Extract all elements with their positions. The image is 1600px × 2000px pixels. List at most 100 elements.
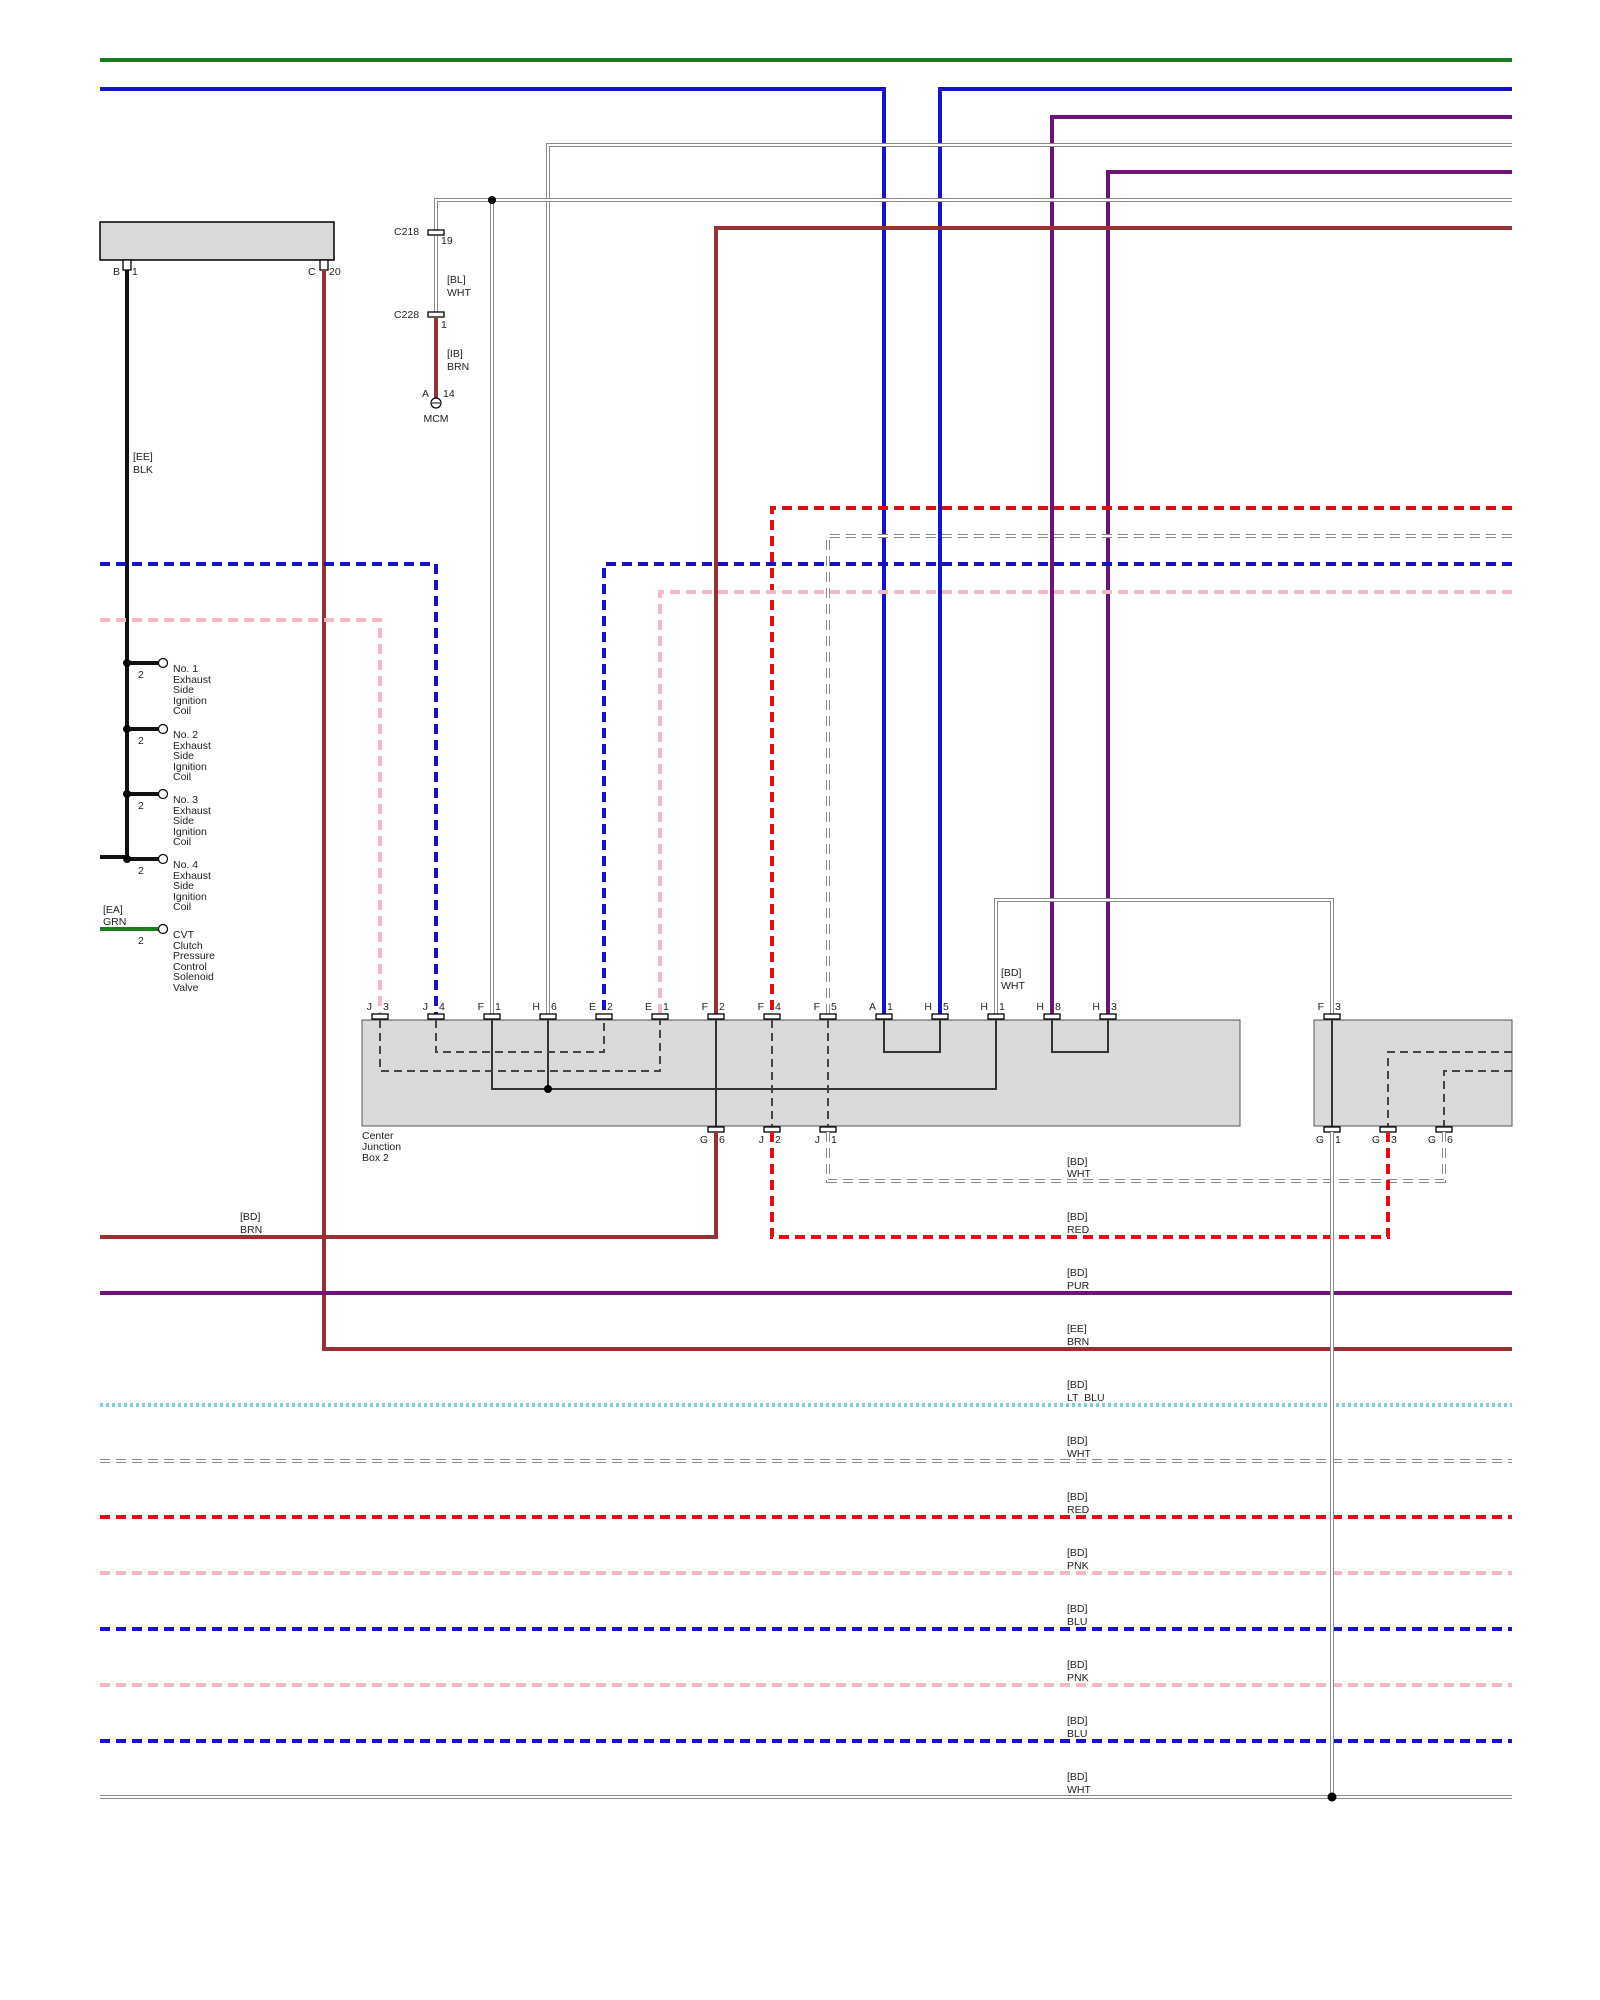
diagram-label: Side <box>173 815 194 827</box>
diagram-label: 2 <box>138 735 144 747</box>
internal-h8-h3 <box>1051 1020 1109 1053</box>
diagram-label: 2 <box>138 669 144 681</box>
diagram-label: [BD] <box>1067 1771 1088 1783</box>
diagram-label: Coil <box>173 901 191 913</box>
diagram-label: Coil <box>173 836 191 848</box>
top-c-label: C <box>308 266 316 278</box>
diagram-shape <box>123 725 131 733</box>
diagram-label: 1 <box>663 1001 669 1013</box>
diagram-label: PNK <box>1067 1672 1089 1684</box>
bus-label-wht-dashed: [BD]WHT <box>1067 1435 1091 1460</box>
mcm-pin-label: 14 <box>443 388 455 400</box>
internal-right-g3 <box>1387 1051 1512 1128</box>
top-b-label: B <box>113 266 120 278</box>
ib-brn-label: BRN <box>447 361 469 373</box>
diagram-label: G <box>700 1134 708 1146</box>
diagram-shape <box>1099 1013 1117 1020</box>
splice-mcm <box>488 196 496 204</box>
c218-label: C218 <box>394 226 419 238</box>
pin-terminal-icon <box>157 788 169 800</box>
diagram-label: RED <box>1067 1224 1090 1236</box>
diagram-shape <box>1323 1126 1341 1133</box>
diagram-label: F <box>702 1001 708 1013</box>
bus-label-wht-top: [BD]WHT <box>1067 1156 1091 1180</box>
wire-blu-a1 <box>100 87 886 1018</box>
diagram-label: Side <box>173 880 194 892</box>
diagram-label: 2 <box>607 1001 613 1013</box>
internal-right-g6 <box>1443 1070 1512 1128</box>
diagram-shape <box>707 1013 725 1020</box>
diagram-shape <box>539 1013 557 1020</box>
diagram-label: Exhaust <box>173 805 211 817</box>
wire-wht-h1-f3 <box>994 898 1334 1018</box>
ee-blk-label: BLK <box>133 464 153 476</box>
diagram-shape <box>123 659 131 667</box>
bus-label-pnk-2: [BD]PNK <box>1067 1659 1089 1684</box>
diagram-label: Side <box>173 684 194 696</box>
diagram-label: [BD] <box>1067 1491 1088 1503</box>
diagram-label: 8 <box>1055 1001 1061 1013</box>
diagram-label: Exhaust <box>173 674 211 686</box>
diagram-label: 4 <box>439 1001 445 1013</box>
jb-label-2: Junction <box>362 1141 401 1153</box>
diagram-label: Solenoid <box>173 971 214 983</box>
top-component-pin-b <box>122 259 132 271</box>
wire-wht-j1-g6-core <box>827 1132 1445 1182</box>
diagram-label: H <box>1092 1001 1100 1013</box>
diagram-label: 3 <box>383 1001 389 1013</box>
branch-coil-3: 2 No. 3 Exhaust Side Ignition Coil <box>123 788 211 848</box>
wire-brn-g6 <box>100 1132 718 1239</box>
diagram-shape <box>763 1013 781 1020</box>
diagram-shape <box>1323 1013 1341 1020</box>
diagram-label: No. 3 <box>173 794 198 806</box>
diagram-label: 1 <box>831 1134 837 1146</box>
diagram-label: No. 4 <box>173 859 198 871</box>
c228-pin-label: 1 <box>441 319 447 331</box>
diagram-label: [BD] <box>1067 1435 1088 1447</box>
wire-blu-e2 <box>602 562 1512 1018</box>
diagram-label: 1 <box>1335 1134 1341 1146</box>
diagram-label: G <box>1372 1134 1380 1146</box>
diagram-label: PUR <box>1067 1280 1090 1292</box>
diagram-label: PNK <box>1067 1560 1089 1572</box>
diagram-label: Exhaust <box>173 870 211 882</box>
wire-blu-j4 <box>100 562 438 1018</box>
diagram-label: RED <box>1067 1504 1090 1516</box>
diagram-label: 3 <box>1391 1134 1397 1146</box>
top-component-body <box>99 221 335 261</box>
diagram-label: F <box>478 1001 484 1013</box>
diagram-label: A <box>869 1001 876 1013</box>
lower-routed-wires <box>100 1132 1512 1802</box>
wire-red-f4 <box>770 506 1512 1018</box>
h1-bd-label: [BD] <box>1001 967 1022 979</box>
bus-label-pnk-1: [BD]PNK <box>1067 1547 1089 1572</box>
diagram-label: No. 1 <box>173 663 198 675</box>
diagram-label: [BD] <box>1067 1267 1088 1279</box>
diagram-shape <box>371 1013 389 1020</box>
jb-label-1: Center <box>362 1130 394 1142</box>
diagram-shape <box>707 1126 725 1133</box>
diagram-label: Exhaust <box>173 740 211 752</box>
bus-label-pur: [BD]PUR <box>1067 1267 1090 1292</box>
diagram-label: 4 <box>775 1001 781 1013</box>
diagram-label: 6 <box>551 1001 557 1013</box>
jb-label-3: Box 2 <box>362 1152 389 1164</box>
wire-pnk-j3 <box>100 618 382 1018</box>
ea-grn-label: GRN <box>103 916 126 928</box>
diagram-label: BRN <box>240 1224 262 1236</box>
diagram-shape <box>819 1126 837 1133</box>
diagram-label: 3 <box>1335 1001 1341 1013</box>
